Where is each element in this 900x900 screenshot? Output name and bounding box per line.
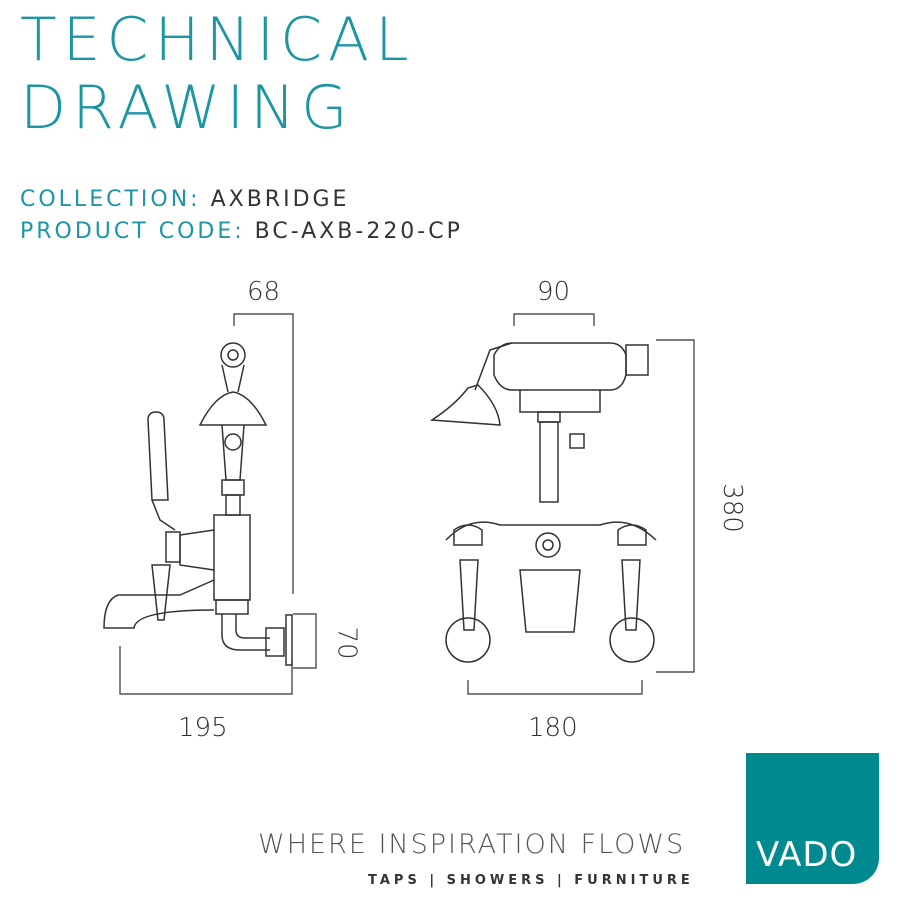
product-code-label: PRODUCT CODE: bbox=[20, 219, 245, 244]
title-line-2: DRAWING bbox=[20, 73, 354, 143]
dim-side-height: 70 bbox=[331, 626, 362, 660]
collection-value: AXBRIDGE bbox=[210, 187, 350, 212]
tagline: WHERE INSPIRATION FLOWS bbox=[258, 829, 686, 860]
vado-logo: VADO bbox=[746, 753, 879, 884]
side-view-tap bbox=[103, 342, 293, 666]
logo-text: VADO bbox=[756, 835, 858, 875]
front-view-tap bbox=[429, 342, 657, 663]
collection-label: COLLECTION: bbox=[20, 187, 201, 212]
dimension-lines bbox=[119, 313, 695, 695]
dim-side-width: 195 bbox=[178, 713, 228, 743]
collection-line: COLLECTION: AXBRIDGE bbox=[20, 189, 349, 211]
categories: TAPS | SHOWERS | FURNITURE bbox=[368, 873, 694, 888]
product-code-value: BC-AXB-220-CP bbox=[254, 219, 463, 244]
dim-front-width: 180 bbox=[528, 713, 578, 743]
title-line-1: TECHNICAL bbox=[20, 5, 415, 75]
dim-front-height: 380 bbox=[716, 483, 747, 533]
dim-front-top: 90 bbox=[537, 277, 571, 307]
product-code-line: PRODUCT CODE: BC-AXB-220-CP bbox=[20, 221, 463, 243]
dim-side-top: 68 bbox=[247, 277, 281, 307]
